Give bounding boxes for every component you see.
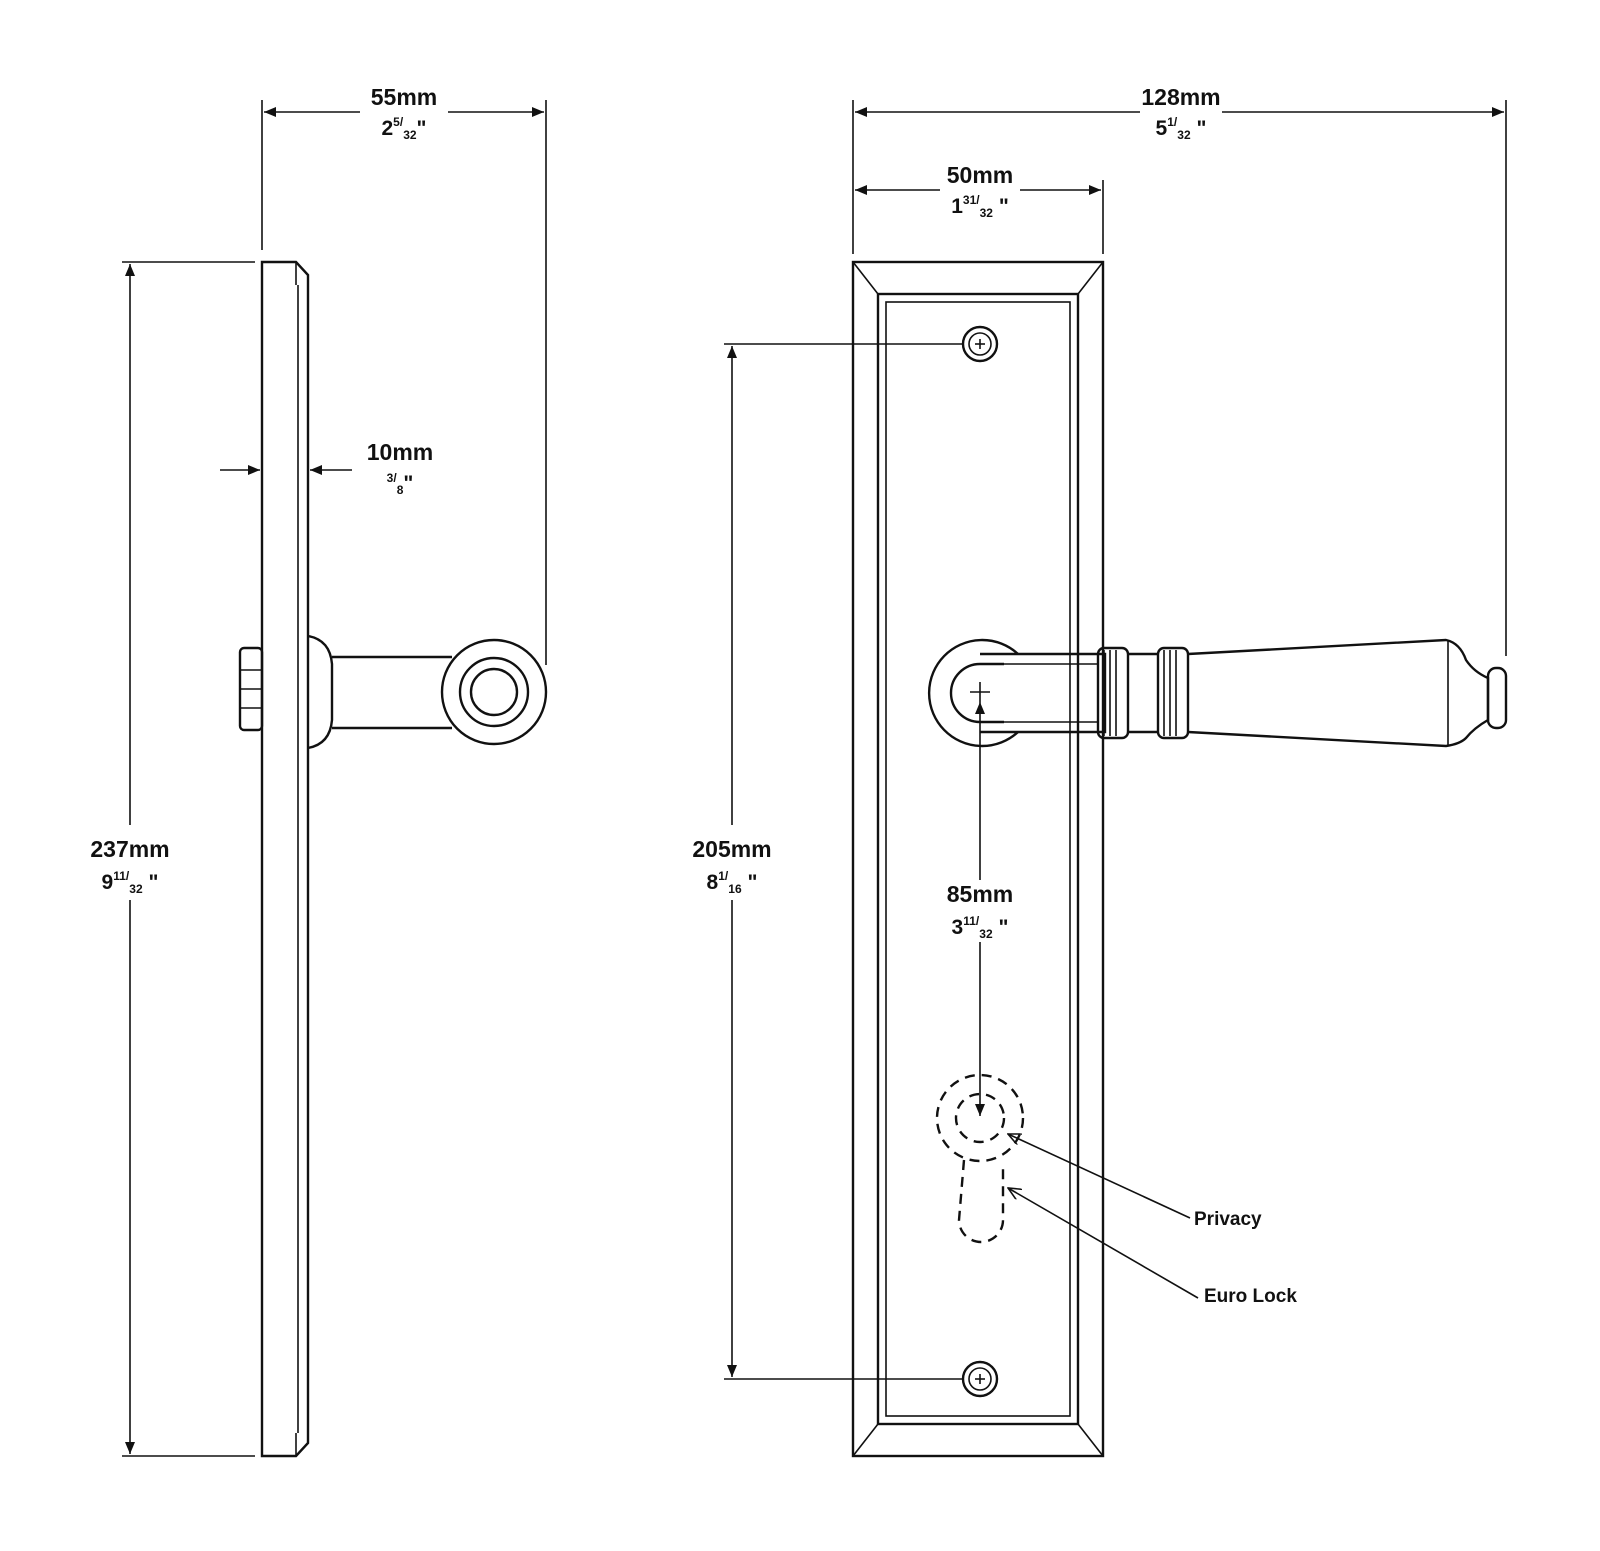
lever-handle bbox=[927, 638, 1508, 748]
side-backplate bbox=[260, 260, 310, 1458]
privacy-callout: Privacy bbox=[1194, 1209, 1262, 1230]
side-lever-end bbox=[440, 638, 548, 746]
dim-side-width-mm: 55mm bbox=[371, 84, 437, 110]
bottom-screw bbox=[961, 1360, 999, 1398]
side-dimensions bbox=[122, 100, 547, 1457]
backplate-raised bbox=[876, 292, 1080, 1426]
dim-side-width-in: 25/32" bbox=[381, 115, 426, 142]
dim-overall-height-mm: 237mm bbox=[90, 836, 169, 862]
dim-screw-centres-in: 81/16 " bbox=[707, 869, 758, 896]
front-view bbox=[851, 260, 1508, 1458]
side-rose bbox=[307, 634, 334, 750]
side-view bbox=[238, 260, 548, 1458]
euro-lock-callout: Euro Lock bbox=[1204, 1286, 1297, 1307]
dim-rose-depth-in: 3/8" bbox=[387, 471, 414, 497]
front-dimensions bbox=[724, 100, 1507, 1380]
dim-backset-in: 311/32 " bbox=[952, 914, 1009, 941]
dim-backset-mm: 85mm bbox=[947, 881, 1013, 907]
lock-cutouts bbox=[935, 1073, 1025, 1244]
backplate-inner bbox=[885, 301, 1071, 1417]
dim-overall-height-in: 911/32 " bbox=[102, 869, 159, 896]
dim-plate-width-in: 131/32 " bbox=[951, 193, 1009, 220]
callout-leaders bbox=[1008, 1134, 1199, 1299]
dim-rose-depth-mm: 10mm bbox=[367, 439, 433, 465]
dim-screw-centres-mm: 205mm bbox=[692, 836, 771, 862]
dim-overall-length-in: 51/32 " bbox=[1156, 115, 1207, 142]
dim-plate-width-mm: 50mm bbox=[947, 162, 1013, 188]
dim-overall-length-mm: 128mm bbox=[1141, 84, 1220, 110]
top-screw bbox=[961, 325, 999, 363]
spindle-nut bbox=[238, 646, 264, 732]
backplate-outer bbox=[851, 260, 1105, 1458]
